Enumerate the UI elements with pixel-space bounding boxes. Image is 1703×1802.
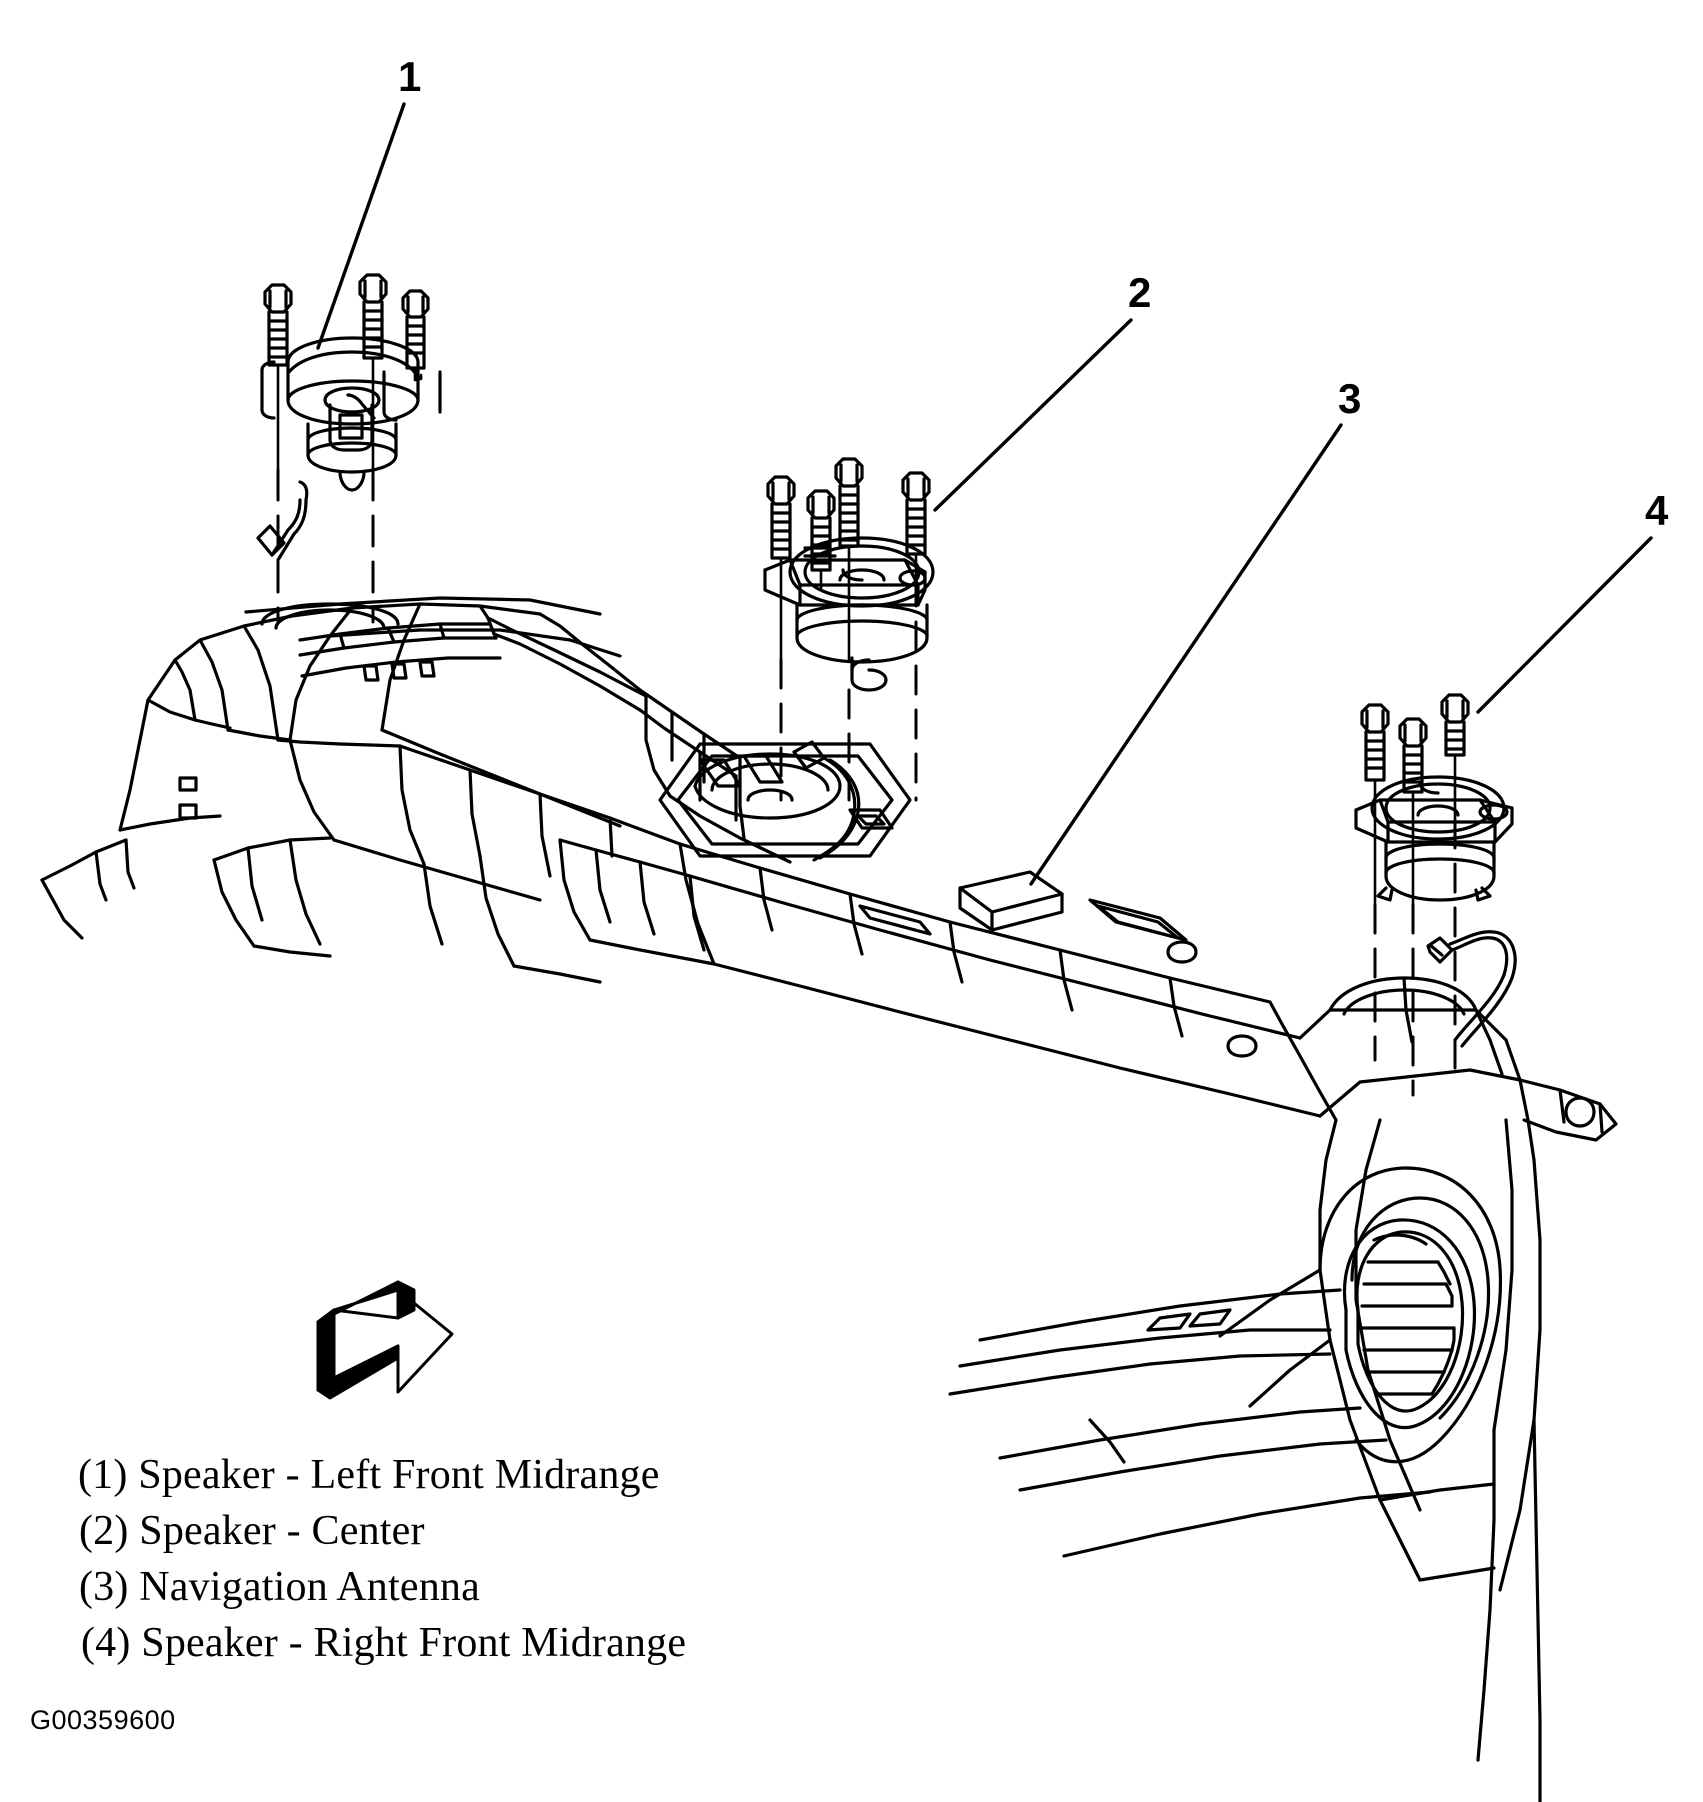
figure-code: G00359600 <box>30 1705 176 1735</box>
callout-number-2: 2 <box>1128 269 1152 316</box>
leader-line-4 <box>1476 536 1653 714</box>
bolt <box>358 273 388 360</box>
leader-line-1 <box>316 102 406 350</box>
bolt <box>901 471 931 556</box>
legend-item-3: (3) Navigation Antenna <box>79 1563 480 1610</box>
bolt <box>834 457 864 548</box>
leader-line-2 <box>933 318 1133 512</box>
legend-item-1: (1) Speaker - Left Front Midrange <box>78 1452 660 1498</box>
instrument-panel-structure <box>40 596 1618 1802</box>
forward-direction-arrow <box>316 1280 454 1400</box>
center-speaker-assembly <box>763 457 935 802</box>
navigation-antenna <box>958 870 1064 932</box>
bolt <box>1440 693 1470 757</box>
bolt <box>263 283 293 367</box>
callout-number-3: 3 <box>1338 375 1362 422</box>
callout-number-1: 1 <box>398 53 422 100</box>
bolt <box>1360 703 1390 782</box>
right-front-midrange-speaker-assembly <box>1354 693 1517 1097</box>
bolt <box>766 475 796 560</box>
legend-item-4: (4) Speaker - Right Front Midrange <box>81 1619 687 1666</box>
legend-item-2: (2) Speaker - Center <box>79 1507 425 1554</box>
legend: (1) Speaker - Left Front Midrange (2) Sp… <box>78 1448 898 1671</box>
callout-number-4: 4 <box>1645 487 1669 534</box>
leader-line-3 <box>1029 423 1343 886</box>
left-front-midrange-speaker-assembly <box>256 273 442 624</box>
